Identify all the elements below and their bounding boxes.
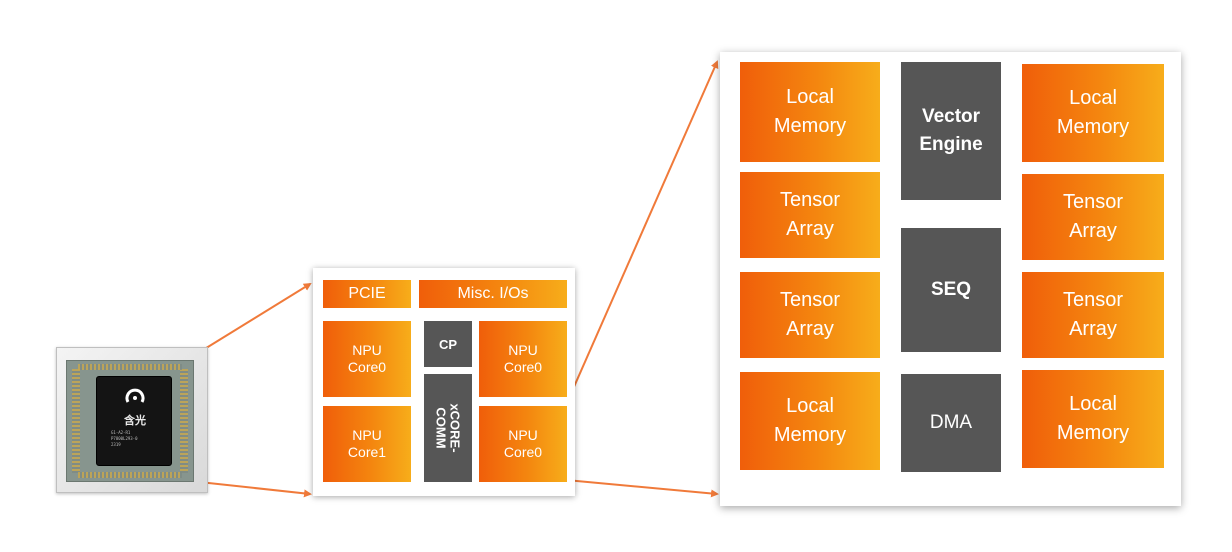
cp-block: CP: [424, 321, 472, 367]
chip-marking-line-3: 2319: [111, 442, 121, 447]
dma-block: DMA: [901, 374, 1001, 472]
local-memory-block-left-top: Local Memory: [740, 62, 880, 162]
chip-pins-right: [180, 369, 188, 473]
core-to-zoom-bottom-connector: [565, 479, 719, 498]
local-memory-block-right-top: Local Memory: [1022, 64, 1164, 162]
local-memory-block-right-bottom: Local Memory: [1022, 370, 1164, 468]
chip-to-soc-bottom-connector: [189, 480, 312, 498]
chip-pins-left: [72, 369, 80, 473]
tensor-array-block-left-2: Tensor Array: [740, 272, 880, 358]
core-to-zoom-top-connector: [565, 60, 719, 406]
vector-engine-block: Vector Engine: [901, 62, 1001, 200]
chip-pins-top: [78, 364, 182, 370]
xcore-comm-block: xCORE- COMM: [424, 374, 472, 482]
npu-core-block-top-left: NPU Core0: [323, 321, 411, 397]
npu-core-block-top-right: NPU Core0: [479, 321, 567, 397]
pcie-block: PCIE: [323, 280, 411, 308]
tensor-array-block-right-1: Tensor Array: [1022, 174, 1164, 260]
chip-brand-label: 含光: [124, 414, 146, 427]
seq-block: SEQ: [901, 228, 1001, 352]
local-memory-block-left-bottom: Local Memory: [740, 372, 880, 470]
tensor-array-block-left-1: Tensor Array: [740, 172, 880, 258]
chip-marking-line-1: G1-A2-R1: [111, 430, 131, 435]
npu-core-block-bottom-right: NPU Core0: [479, 406, 567, 482]
hanguang-logo-icon: [125, 388, 145, 403]
chip-pins-bottom: [78, 472, 182, 478]
npu-core-detail-diagram: Local Memory Tensor Array Tensor Array L…: [720, 52, 1181, 506]
xcore-comm-label: xCORE- COMM: [434, 403, 463, 453]
chip-die: 含光 G1-A2-R1 P7800L293-0 2319: [96, 376, 172, 466]
chip-marking-line-2: P7800L293-0: [111, 436, 138, 441]
misc-io-block: Misc. I/Os: [419, 280, 567, 308]
soc-block-diagram: PCIE Misc. I/Os NPU Core0 NPU Core1 CP x…: [313, 268, 575, 496]
chip-to-soc-top-connector: [189, 282, 312, 359]
npu-core-block-bottom-left: NPU Core1: [323, 406, 411, 482]
tensor-array-block-right-2: Tensor Array: [1022, 272, 1164, 358]
